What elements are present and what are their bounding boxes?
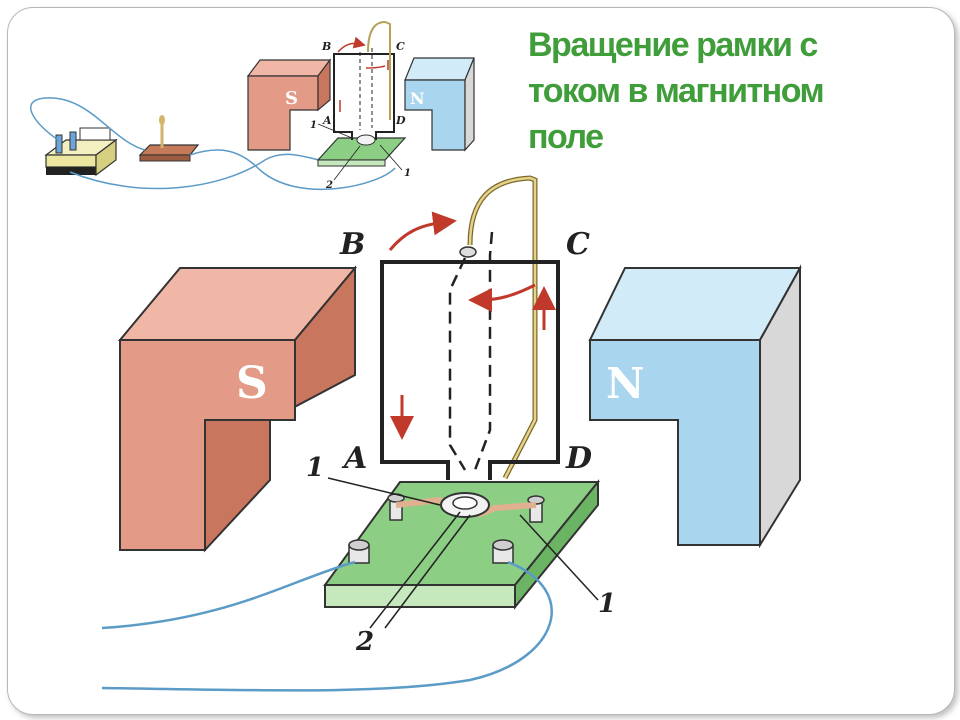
corner-d-label: D [565,441,592,476]
corner-c-label: C [566,227,590,262]
south-pole-label: S [236,358,268,409]
north-pole-label: N [606,359,644,408]
inset-diagram: S N B C A D 1 1 2 [29,20,475,191]
inset-north-label: N [410,89,425,108]
callout-lines [327,477,599,629]
inset-south-label: S [285,88,298,109]
inset-corner-b: B [321,40,331,53]
inset-callout-2: 2 [325,180,333,191]
inset-corner-d: D [395,114,406,127]
inset-corner-c: C [396,40,405,53]
inset-callout-1b: 1 [404,168,411,179]
terminal-posts [348,493,545,564]
slide-title: Вращение рамки с током в магнитном поле [528,26,825,156]
current-loop [380,231,560,480]
brush-callout-left: 1 [306,453,324,483]
inset-corner-a: A [322,114,332,127]
battery [44,127,118,177]
brush-callout-right: 1 [598,589,616,619]
corner-b-label: B [339,227,365,262]
half-ring-callout: 2 [355,627,374,657]
commutator [395,492,537,518]
north-magnet: N [588,264,802,549]
direction-arrows [388,211,556,440]
inset-callout-1a: 1 [310,120,317,131]
connection-wires [101,175,553,692]
corner-a-label: A [341,441,367,476]
switch [138,115,200,162]
south-magnet: S [117,265,358,553]
